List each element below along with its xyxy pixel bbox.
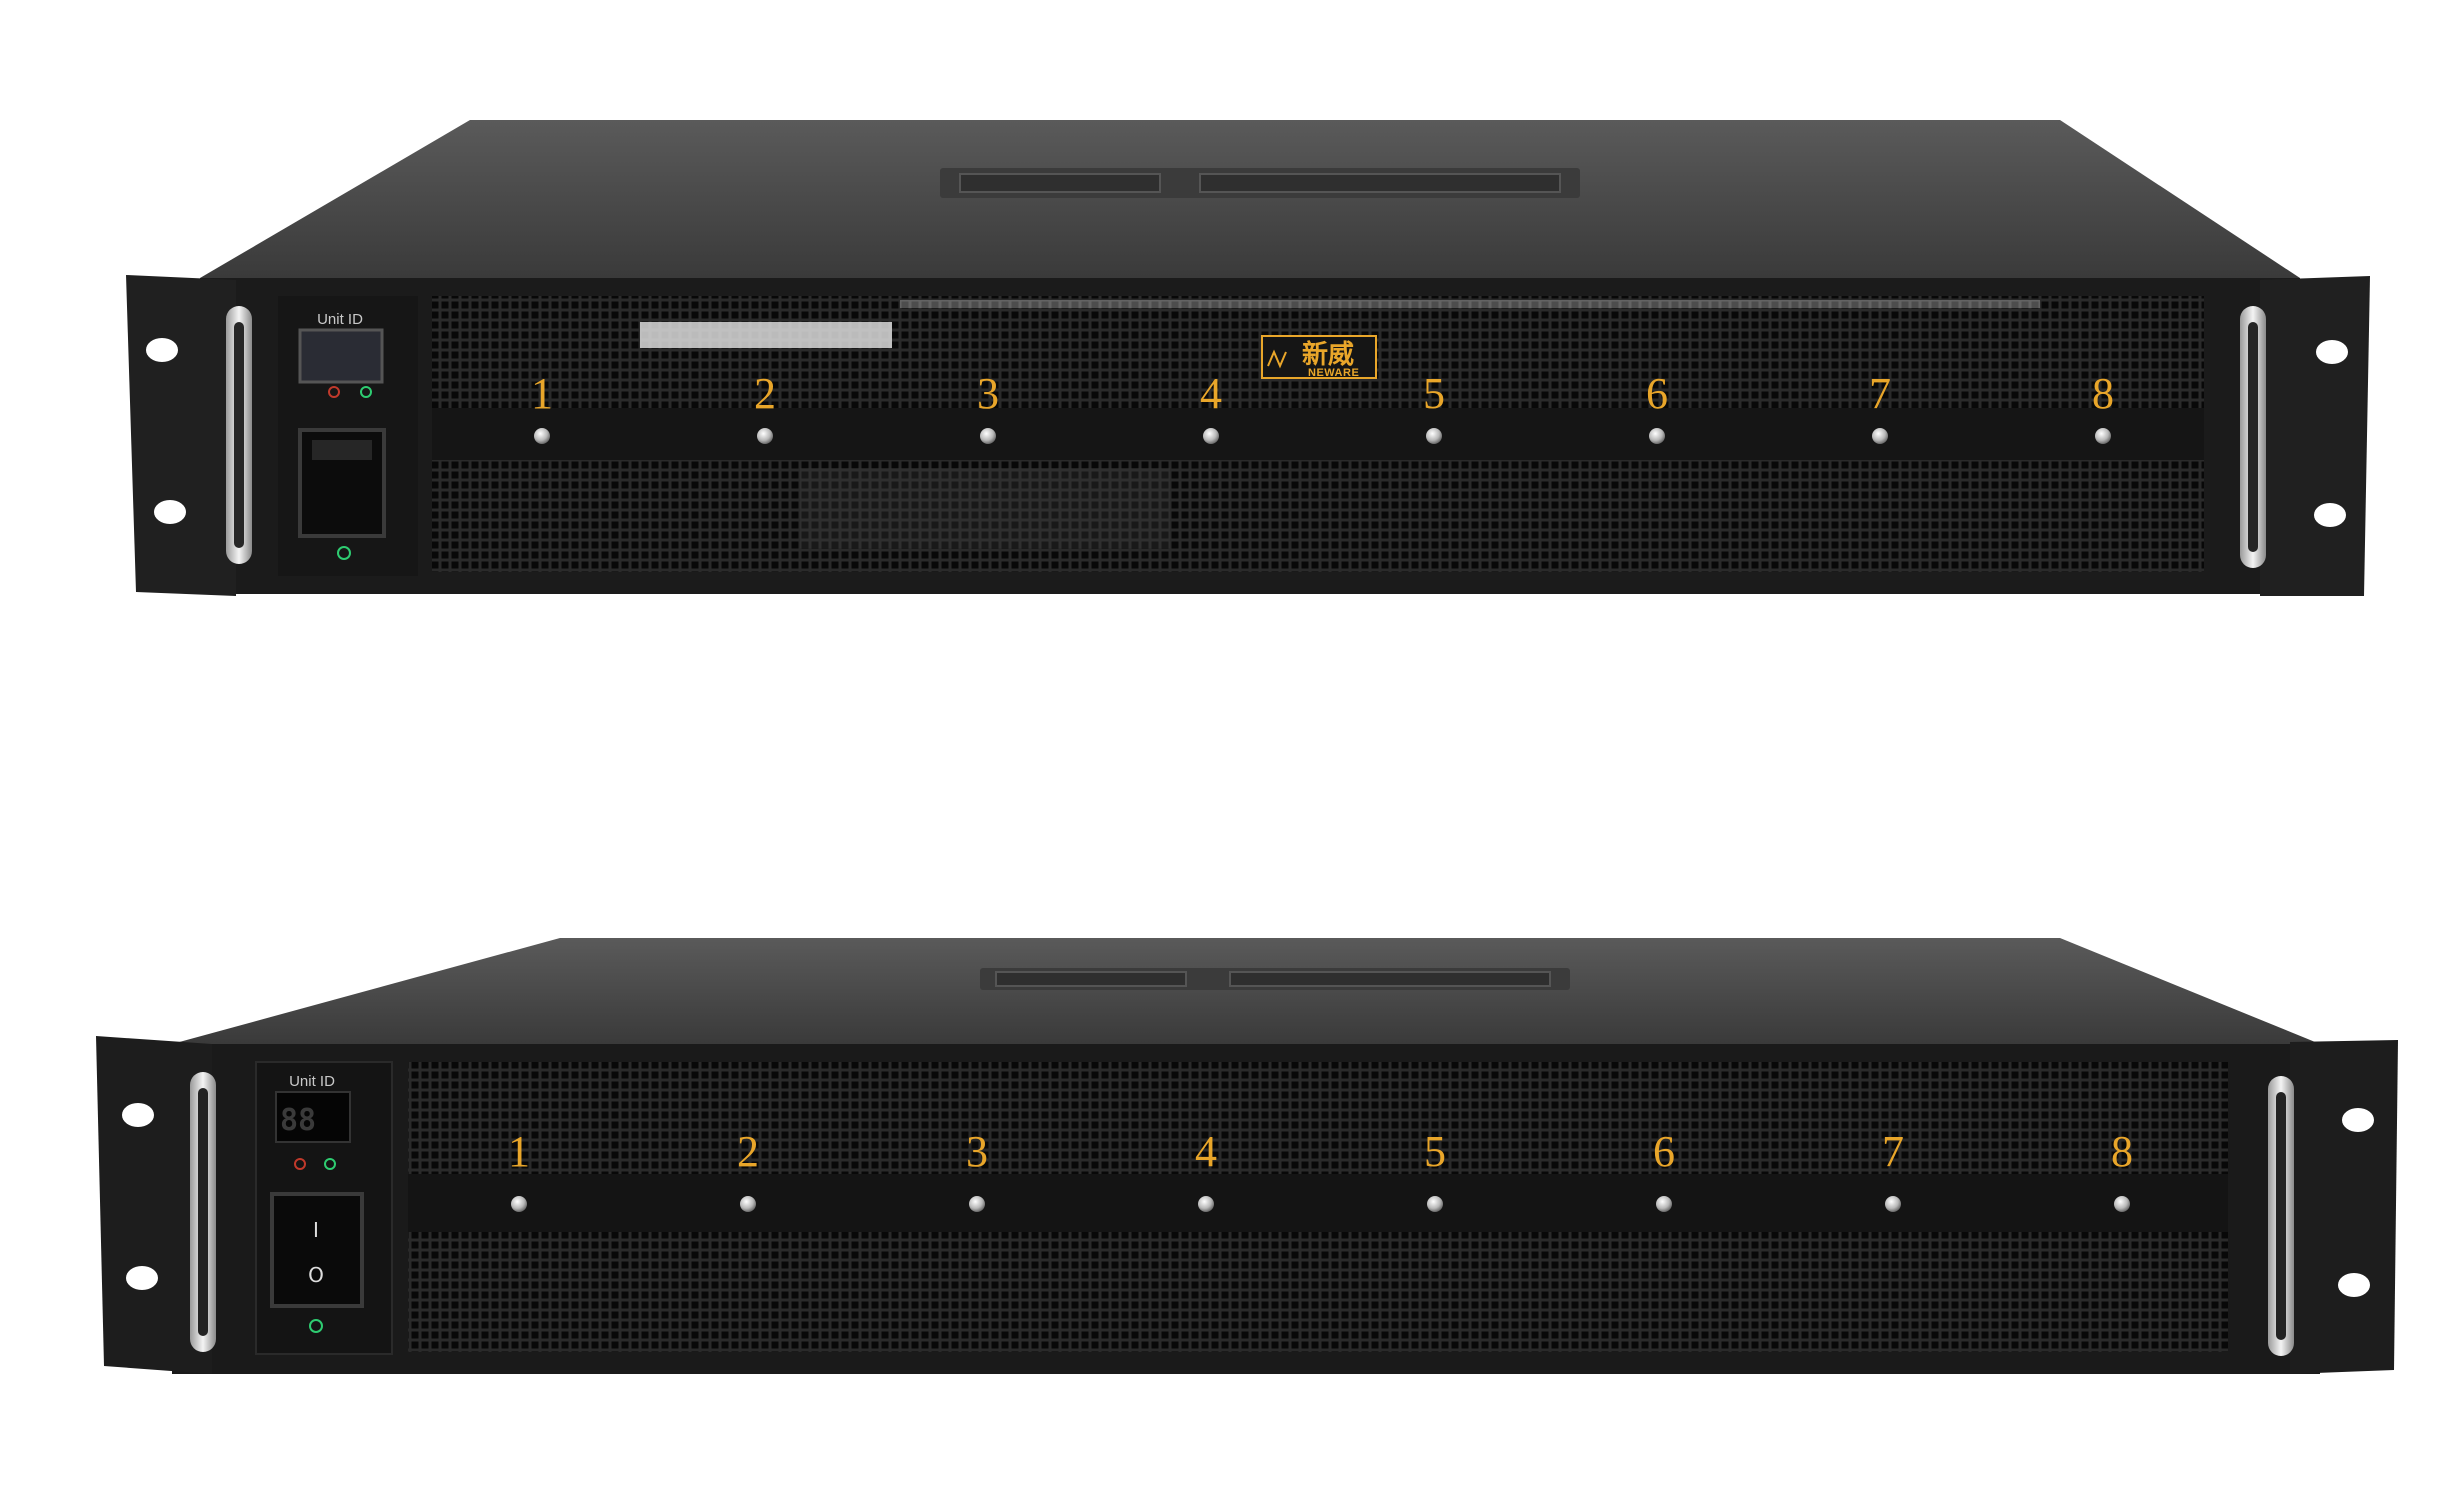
channel-label: 8 (2092, 369, 2114, 418)
vent-mesh-lower (432, 460, 2204, 572)
channel-label: 2 (754, 369, 776, 418)
channel-status-led (534, 428, 550, 444)
vent-mesh-upper (408, 1062, 2228, 1174)
channel-label: 4 (1200, 369, 1222, 418)
channel-status-led (1649, 428, 1665, 444)
channel-label: 4 (1195, 1127, 1217, 1176)
channel-label: 7 (1882, 1127, 1904, 1176)
unit-id-display (298, 328, 384, 384)
channel-status-led (757, 428, 773, 444)
alarm-led-icon (294, 1158, 306, 1170)
signal-led-icon (324, 1158, 336, 1170)
mount-hole (2342, 1108, 2374, 1132)
channel-status-led (980, 428, 996, 444)
signal-led-icon (360, 386, 372, 398)
alarm-led-icon (328, 386, 340, 398)
unit-id-display (275, 1091, 351, 1143)
channel-status-led (1426, 428, 1442, 444)
rack-ear-right (2290, 1040, 2398, 1374)
channel-label: 5 (1423, 369, 1445, 418)
channel-label: 6 (1646, 369, 1668, 418)
channel-label: 7 (1869, 369, 1891, 418)
chassis-top-surface (172, 938, 2320, 1044)
vent-mesh-lower (408, 1232, 2228, 1352)
mount-hole (2314, 503, 2346, 527)
channel-status-led (740, 1196, 756, 1212)
top-embossed-logo (980, 968, 1570, 990)
channel-strip (408, 1174, 2228, 1232)
channel-label: 8 (2111, 1127, 2133, 1176)
channel-status-led (1656, 1196, 1672, 1212)
rack-ear-left (126, 275, 236, 596)
mount-hole (154, 500, 186, 524)
power-switch[interactable] (270, 1192, 364, 1308)
mount-hole (126, 1266, 158, 1290)
svg-text:新威: 新威 (1302, 339, 1354, 370)
neware-logo: 新威 NEWARE (1261, 335, 1377, 379)
channel-status-led (1885, 1196, 1901, 1212)
channel-status-led (2095, 428, 2111, 444)
channel-status-led (1203, 428, 1219, 444)
rack-unit-top: Unit ID 新威 NEWARE 1 2 3 4 5 6 7 8 (126, 120, 2370, 596)
channel-status-led (2114, 1196, 2130, 1212)
switch-off-glyph: O (308, 1263, 324, 1287)
unit-id-label: Unit ID (289, 1073, 335, 1090)
top-embossed-logo (940, 168, 1580, 198)
svg-text:NEWARE: NEWARE (1308, 367, 1359, 379)
channel-status-led (1872, 428, 1888, 444)
chassis-top-surface (200, 120, 2300, 278)
channel-strip (432, 408, 2204, 460)
unit-id-digits: 88 (280, 1103, 316, 1138)
channel-label: 1 (508, 1127, 530, 1176)
mount-hole (2338, 1273, 2370, 1297)
channel-label: 5 (1424, 1127, 1446, 1176)
mount-hole (122, 1103, 154, 1127)
channel-label: 3 (966, 1127, 988, 1176)
unit-id-label: Unit ID (317, 311, 363, 328)
channel-label: 1 (531, 369, 553, 418)
switch-on-glyph: I (313, 1218, 319, 1242)
channel-label: 6 (1653, 1127, 1675, 1176)
mount-hole (2316, 340, 2348, 364)
power-icon (309, 1319, 323, 1333)
channel-status-led (969, 1196, 985, 1212)
channel-status-led (1198, 1196, 1214, 1212)
mount-hole (146, 338, 178, 362)
channel-status-led (1427, 1196, 1443, 1212)
channel-label: 2 (737, 1127, 759, 1176)
channel-status-led (511, 1196, 527, 1212)
channel-label: 3 (977, 369, 999, 418)
rack-ear-right (2260, 276, 2370, 596)
rack-unit-bottom: Unit ID 88 I O 1 2 3 4 5 6 7 8 (0, 760, 2457, 1512)
power-icon (337, 546, 351, 560)
